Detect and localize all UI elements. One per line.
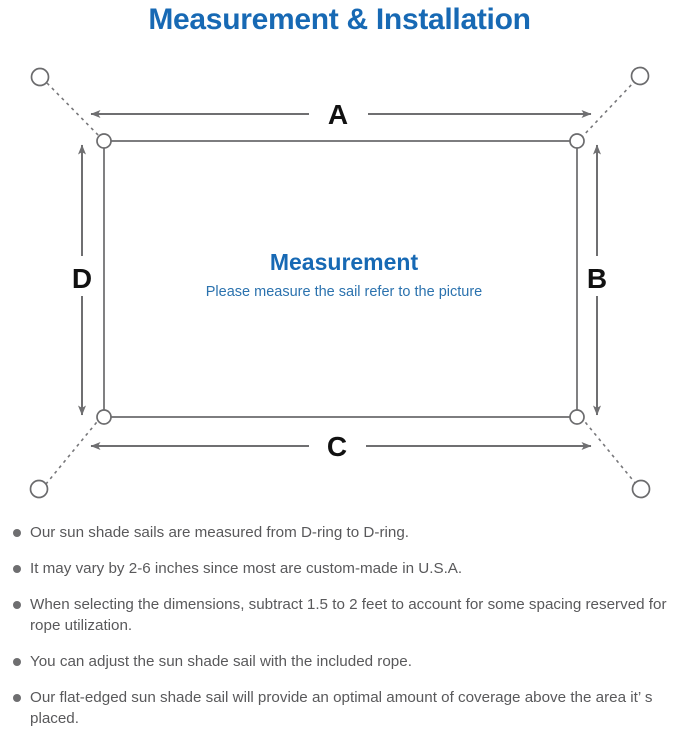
- d-ring-circle-top-right: [569, 133, 585, 149]
- note-text: Our flat-edged sun shade sail will provi…: [30, 689, 653, 727]
- note-text: You can adjust the sun shade sail with t…: [30, 653, 412, 670]
- diagram-center-subtext: Please measure the sail refer to the pic…: [206, 284, 482, 300]
- dimension-label-c: C: [327, 431, 347, 462]
- dimension-arrow-bottom-c: C: [90, 431, 592, 462]
- list-item: Our sun shade sails are measured from D-…: [0, 522, 679, 543]
- sail-rectangle: [103, 140, 578, 418]
- rope-dashed-line-top-right: [580, 81, 635, 139]
- note-text: It may vary by 2-6 inches since most are…: [30, 560, 463, 577]
- anchor-points: [29, 66, 651, 499]
- dimension-arrow-top-a: A: [90, 99, 592, 130]
- list-item: When selecting the dimensions, subtract …: [0, 594, 679, 636]
- anchor-point-circle-bottom-left: [29, 479, 49, 499]
- anchor-point-circle-top-right: [630, 66, 650, 86]
- rope-dashed-line-top-left: [46, 82, 102, 139]
- notes-list: Our sun shade sails are measured from D-…: [0, 522, 679, 744]
- dimension-label-a: A: [328, 99, 348, 130]
- dimension-label-b: B: [587, 263, 607, 294]
- diagram-center-heading: Measurement: [270, 249, 419, 275]
- list-item: You can adjust the sun shade sail with t…: [0, 651, 679, 672]
- measurement-diagram: A C D B Measurement Please me: [0, 44, 679, 514]
- list-item: Our flat-edged sun shade sail will provi…: [0, 687, 679, 729]
- bullet-icon: [13, 529, 21, 537]
- bullet-icon: [13, 694, 21, 702]
- d-rings: [96, 133, 585, 425]
- rope-lines: [45, 81, 637, 485]
- rope-dashed-line-bottom-right: [580, 416, 637, 485]
- list-item: It may vary by 2-6 inches since most are…: [0, 558, 679, 579]
- bullet-icon: [13, 601, 21, 609]
- dimension-arrow-left-d: D: [72, 144, 92, 416]
- rope-dashed-line-bottom-left: [45, 416, 102, 485]
- page-title: Measurement & Installation: [148, 3, 531, 36]
- bullet-icon: [13, 658, 21, 666]
- anchor-point-circle-top-left: [30, 67, 50, 87]
- note-text: When selecting the dimensions, subtract …: [30, 596, 667, 634]
- d-ring-circle-top-left: [96, 133, 112, 149]
- d-ring-circle-bottom-left: [96, 409, 112, 425]
- d-ring-circle-bottom-right: [569, 409, 585, 425]
- note-text: Our sun shade sails are measured from D-…: [30, 524, 409, 541]
- dimension-arrow-right-b: B: [587, 144, 607, 416]
- bullet-icon: [13, 565, 21, 573]
- anchor-point-circle-bottom-right: [631, 479, 651, 499]
- dimension-label-d: D: [72, 263, 92, 294]
